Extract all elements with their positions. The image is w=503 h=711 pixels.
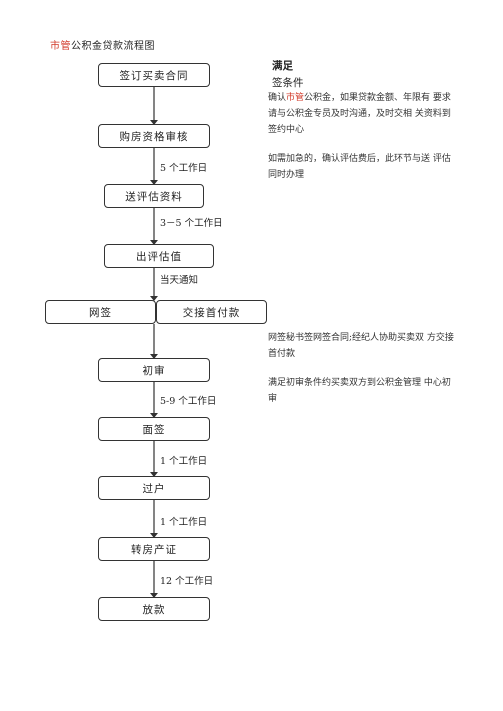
side-note-expedite: 如需加急的，确认评估费后，此环节与送 评估同时办理 xyxy=(268,154,451,180)
note-5-9-days: 5-9 个工作日 xyxy=(160,396,217,407)
step-sign-contract: 签订买卖合同 xyxy=(98,63,210,87)
step-down-payment: 交接首付款 xyxy=(156,300,267,324)
side-note-confirm: 确认市管公积金，如果贷款金额、年限有 要求请与公积金专员及时沟通，及时交相 关资… xyxy=(268,93,451,135)
step-loan-release: 放款 xyxy=(98,597,210,621)
step-interview: 面签 xyxy=(98,417,210,441)
step-qualification-review: 购房资格审核 xyxy=(98,124,210,148)
side-subheading: 签条件 xyxy=(272,77,304,89)
step-initial-review: 初审 xyxy=(98,358,210,382)
side-note-online-sign: 网签秘书签网签合同;经纪人协助买卖双 方交接首付款 xyxy=(268,333,454,359)
step-submit-appraisal: 送评估资料 xyxy=(104,184,204,208)
note-same-day: 当天通知 xyxy=(160,275,199,286)
step-property-certificate: 转房产证 xyxy=(98,537,210,561)
note-1-day-b: 1 个工作日 xyxy=(160,517,208,528)
note-12-days: 12 个工作日 xyxy=(160,576,214,587)
side-note-initial-review: 满足初审条件约买卖双方到公积金管理 中心初审 xyxy=(268,378,451,404)
note-3-5-days: 3－5 个工作日 xyxy=(160,218,223,229)
step-online-sign: 网签 xyxy=(45,300,156,324)
page-title: 市管公积金贷款流程图 xyxy=(50,41,155,52)
step-appraisal-value: 出评估值 xyxy=(104,244,214,268)
note-5-days: 5 个工作日 xyxy=(160,163,208,174)
step-transfer: 过户 xyxy=(98,476,210,500)
note-1-day-a: 1 个工作日 xyxy=(160,456,208,467)
side-heading: 满足 xyxy=(272,60,293,72)
